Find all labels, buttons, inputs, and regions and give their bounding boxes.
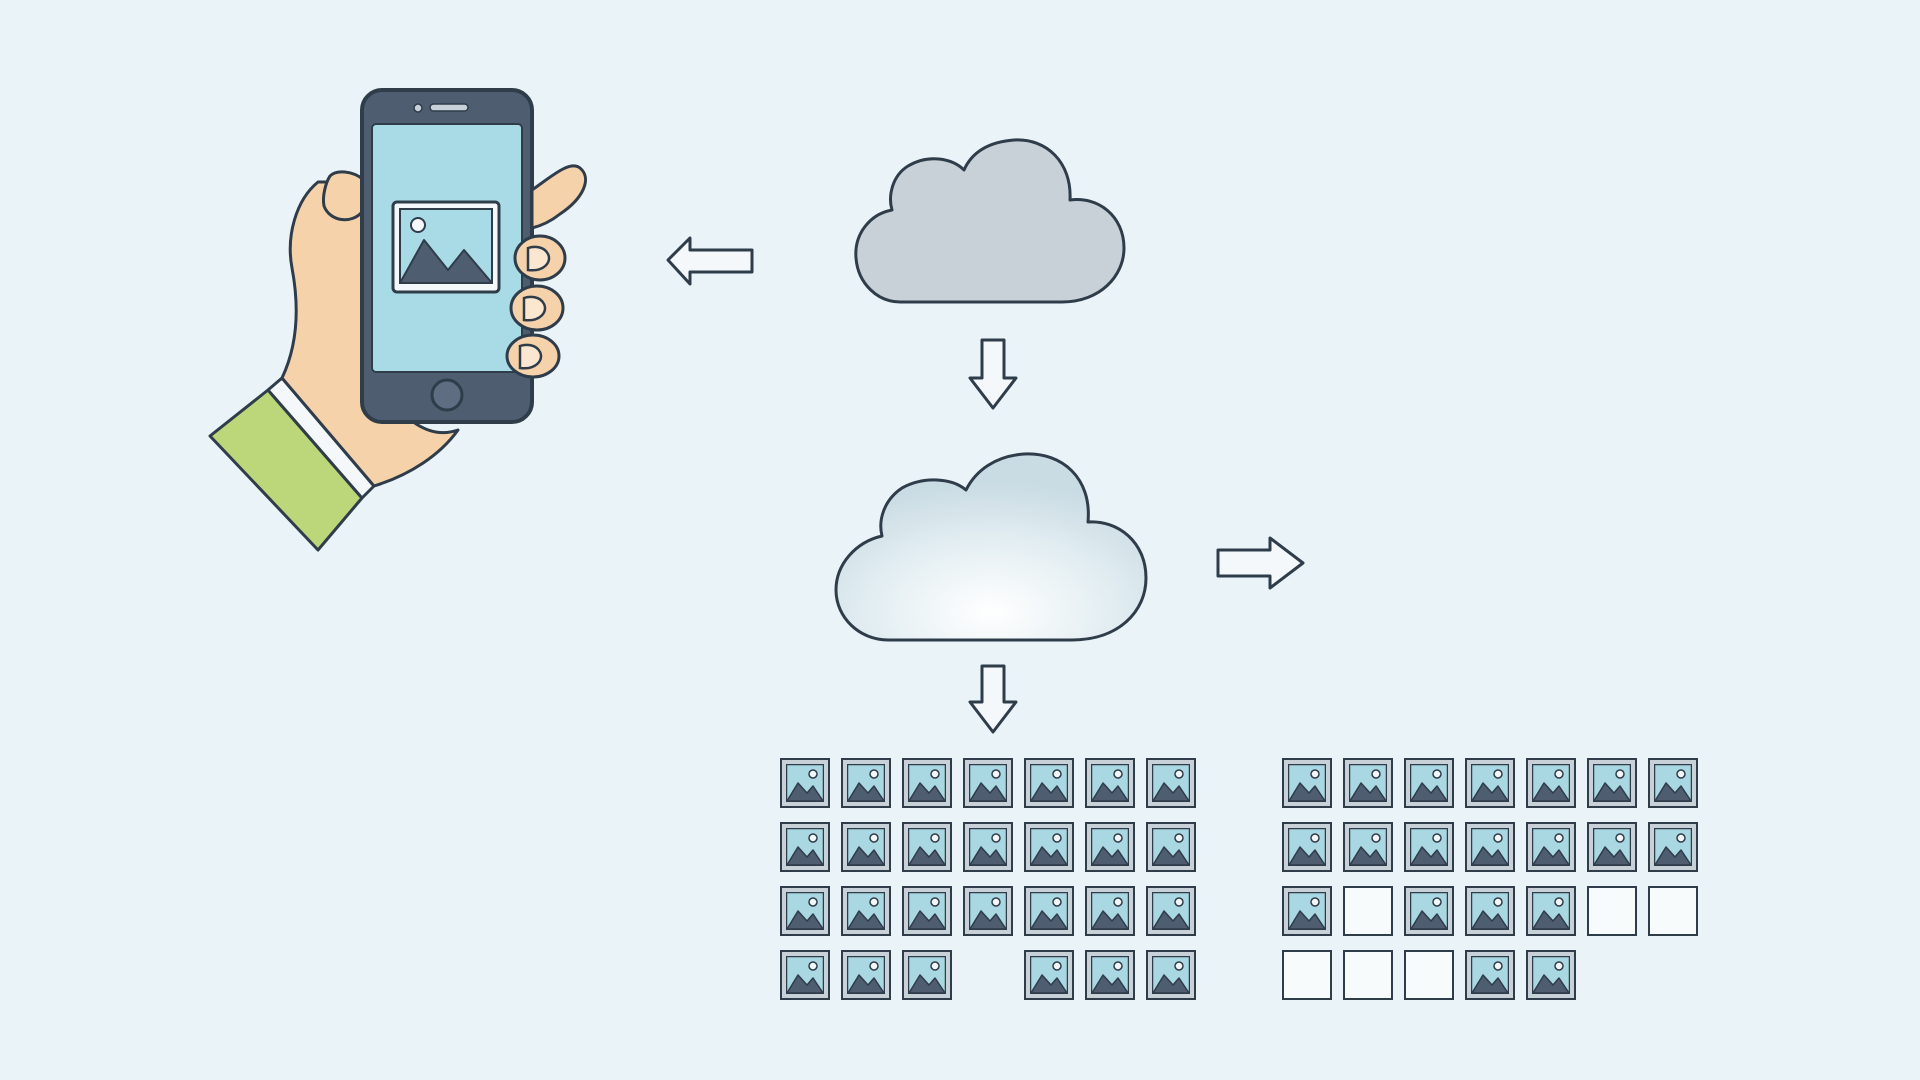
image-icon [1587,822,1637,872]
finger-middle [513,234,567,282]
empty-photo-slot [1587,886,1637,936]
image-icon [1085,950,1135,1000]
finger-little [505,333,561,379]
image-icon [780,950,830,1000]
image-icon [841,886,891,936]
empty-photo-slot [1648,886,1698,936]
image-icon [1146,758,1196,808]
arrow-down-icon [968,664,1018,734]
image-icon [963,822,1013,872]
image-icon [902,758,952,808]
empty-photo-slot [1343,886,1393,936]
arrow-right-icon [1216,536,1305,590]
image-icon [1085,822,1135,872]
image-icon [391,200,501,294]
image-icon [1024,886,1074,936]
image-icon [841,822,891,872]
cloud-icon [854,138,1126,304]
image-icon [841,950,891,1000]
image-icon [1404,822,1454,872]
image-icon [1526,950,1576,1000]
image-icon [780,758,830,808]
image-icon [1648,822,1698,872]
image-icon [1085,758,1135,808]
arrow-down-icon [968,338,1018,410]
image-icon [902,886,952,936]
image-icon [1648,758,1698,808]
image-icon [1146,886,1196,936]
empty-photo-slot [1282,950,1332,1000]
phone-speaker [429,103,469,112]
image-icon [780,822,830,872]
image-icon [780,886,830,936]
image-icon [1282,886,1332,936]
smartphone [360,88,534,424]
image-icon [1146,950,1196,1000]
image-icon [841,758,891,808]
image-icon [1404,886,1454,936]
image-icon [1465,822,1515,872]
image-icon [1282,758,1332,808]
photo-grid-right [1282,758,1698,1000]
image-icon [1343,758,1393,808]
grid-gap [1587,950,1637,1000]
thumb [322,170,366,222]
image-icon [1024,822,1074,872]
phone-home-button [430,378,464,412]
phone-camera [413,103,423,113]
empty-photo-slot [1404,950,1454,1000]
image-icon [1465,950,1515,1000]
image-icon [963,886,1013,936]
image-icon [1526,886,1576,936]
arrow-left-icon [666,236,754,286]
image-icon [1587,758,1637,808]
image-icon [1085,886,1135,936]
grid-gap [963,950,1013,1000]
image-icon [963,758,1013,808]
image-icon [1146,822,1196,872]
image-icon [1526,758,1576,808]
image-icon [902,822,952,872]
photo-grid-left [780,758,1196,1000]
index-finger [530,164,587,230]
image-icon [1465,758,1515,808]
image-icon [1282,822,1332,872]
fingers [505,164,587,379]
image-icon [1024,950,1074,1000]
image-icon [1024,758,1074,808]
image-icon [1465,886,1515,936]
image-icon [902,950,952,1000]
grid-gap [1648,950,1698,1000]
image-icon [1343,822,1393,872]
image-icon [1404,758,1454,808]
empty-photo-slot [1343,950,1393,1000]
image-icon [1526,822,1576,872]
finger-ring [509,284,565,332]
glowing-cloud-icon [834,452,1148,642]
